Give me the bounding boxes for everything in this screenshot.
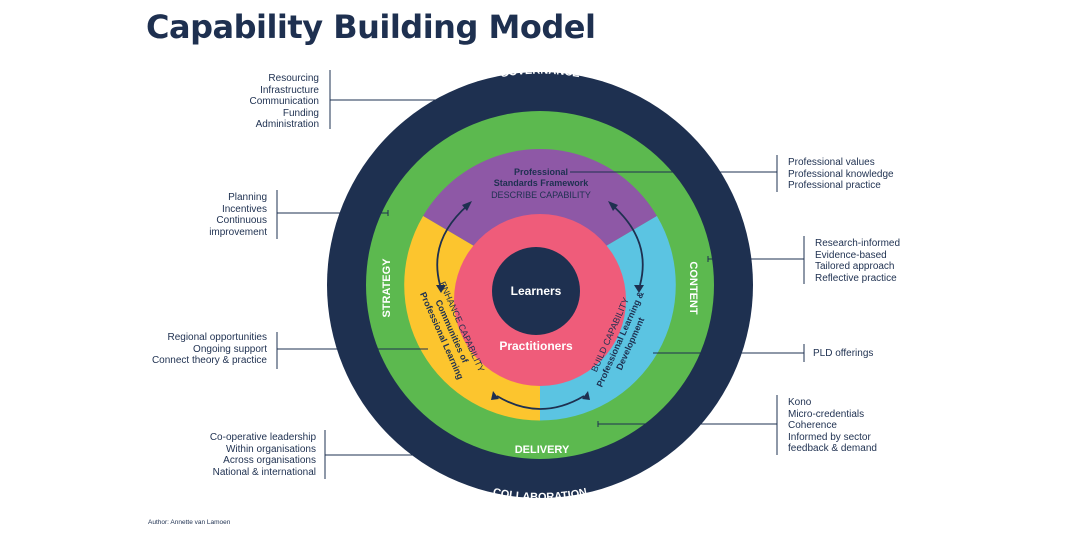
svg-text:GOVERNANCE: GOVERNANCE — [499, 65, 581, 81]
list-item: Regional opportunities — [167, 332, 267, 343]
list-item: National & international — [212, 466, 316, 478]
list-item: Resourcing — [268, 73, 319, 84]
list-item: Connect theory & practice — [151, 355, 267, 366]
list-item: Ongoing support — [193, 343, 267, 355]
list-item: Professional knowledge — [788, 168, 894, 180]
describe-subtitle: DESCRIBE CAPABILITY — [491, 190, 591, 200]
enhance-notes: Regional opportunities Ongoing support C… — [152, 332, 267, 367]
content-label: CONTENT — [687, 261, 699, 314]
list-item: Kono — [788, 397, 812, 408]
list-item: Coherence — [788, 420, 837, 431]
list-item: Reflective practice — [815, 272, 897, 284]
list-item: Within organisations — [225, 443, 316, 455]
list-item: Funding — [282, 107, 319, 119]
list-item: feedback & demand — [788, 443, 877, 454]
collaboration-label: COLLABORATION — [492, 486, 588, 503]
collaboration-notes: Co-operative leadership Within organisat… — [210, 432, 316, 478]
list-item: Infrastructure — [260, 84, 319, 96]
governance-label: GOVERNANCE — [499, 65, 581, 81]
delivery-label: DELIVERY — [515, 444, 570, 456]
build-notes: PLD offerings — [813, 348, 873, 360]
list-item: Incentives — [221, 203, 267, 215]
arrowhead-bottom-left — [491, 391, 499, 400]
cycle-arrow-left — [436, 204, 469, 286]
learners-label: Learners — [511, 284, 562, 298]
list-item: PLD offerings — [813, 348, 874, 359]
list-item: Evidence-based — [815, 249, 887, 261]
describe-notes: Professional values Professional knowled… — [788, 157, 894, 192]
strategy-label: STRATEGY — [381, 258, 393, 318]
list-item: Continuous — [216, 215, 267, 226]
arrowhead-right-bottom — [634, 285, 644, 293]
page-title: Capability Building Model — [146, 8, 596, 46]
arrowhead-left-bottom — [436, 285, 446, 293]
governance-notes: Resourcing Infrastructure Communication … — [250, 73, 319, 131]
describe-title-line2: Standards Framework — [494, 178, 590, 188]
practitioners-label: Practitioners — [499, 339, 573, 353]
list-item: Administration — [255, 119, 319, 130]
list-item: Co-operative leadership — [209, 432, 316, 443]
list-item: Research-informed — [815, 238, 901, 249]
arrowhead-bottom-right — [582, 391, 590, 400]
learners-circle — [492, 247, 580, 335]
describe-title-line1: Professional — [514, 167, 568, 177]
arrowhead-left-top — [462, 201, 472, 211]
cycle-arrow-right — [611, 204, 644, 286]
list-item: Planning — [228, 192, 267, 203]
strategy-notes: Planning Incentives Continuous improveme… — [209, 192, 267, 238]
list-item: Micro-credentials — [788, 408, 865, 420]
list-item: Across organisations — [223, 455, 316, 466]
list-item: improvement — [209, 226, 267, 238]
author-credit: Author: Annette van Lamoen — [148, 519, 231, 526]
content-notes: Research-informed Evidence-based Tailore… — [815, 238, 900, 284]
list-item: Communication — [249, 96, 319, 107]
arrowhead-right-top — [608, 201, 618, 211]
list-item: Professional practice — [788, 180, 881, 191]
delivery-notes: Kono Micro-credentials Coherence Informe… — [788, 397, 877, 455]
cycle-arrow-bottom — [496, 395, 585, 410]
list-item: Professional values — [788, 157, 875, 168]
list-item: Tailored approach — [815, 261, 895, 272]
svg-text:COLLABORATION: COLLABORATION — [492, 486, 588, 503]
list-item: Informed by sector — [788, 431, 871, 443]
